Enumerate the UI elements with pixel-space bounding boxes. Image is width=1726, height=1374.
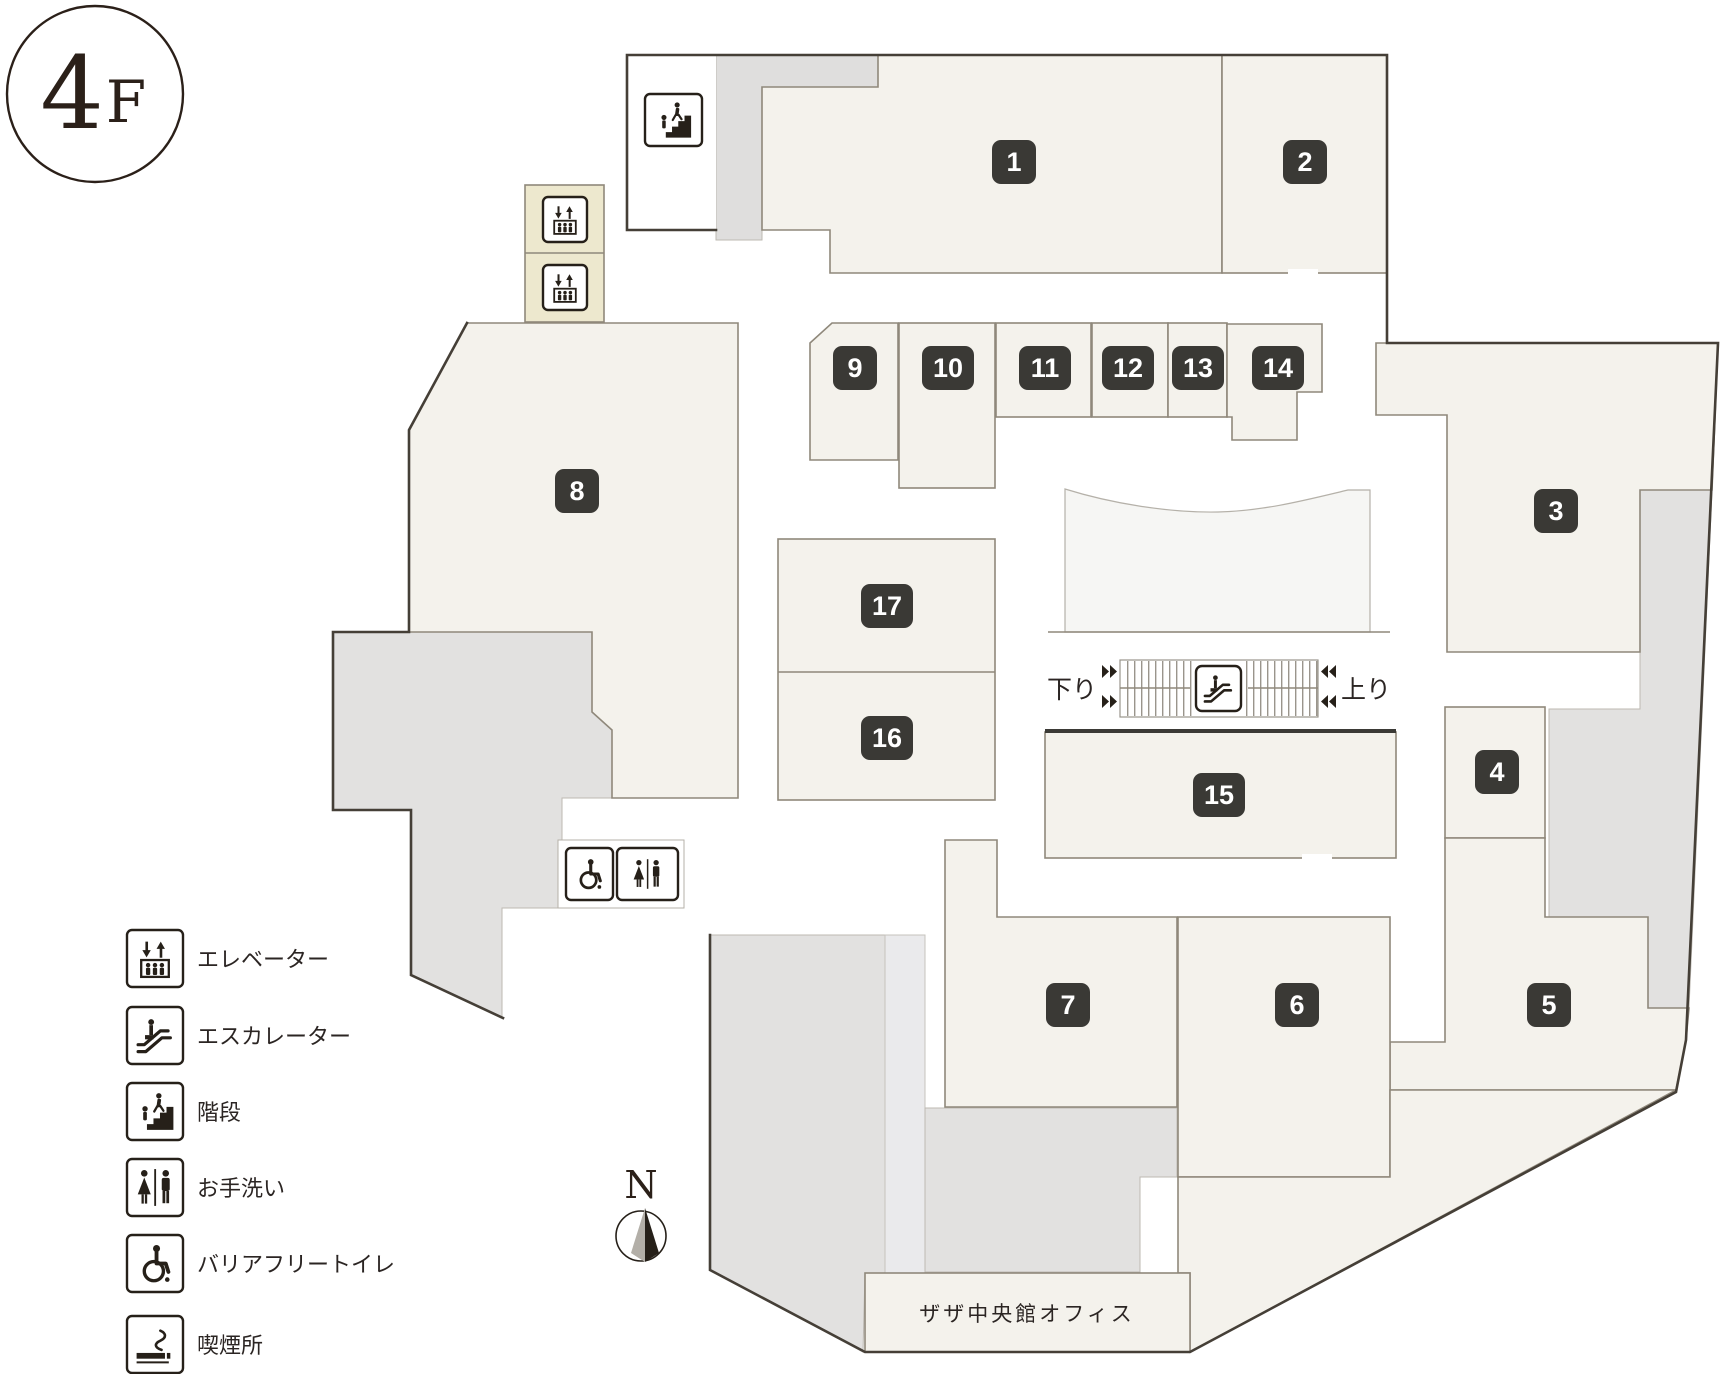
room-badge-13: 13 (1172, 346, 1224, 390)
room-badge-6: 6 (1275, 983, 1319, 1027)
stage-area (1064, 488, 1371, 633)
room-badge-6-label: 6 (1289, 990, 1304, 1020)
escalator-arrows-right (1321, 665, 1336, 708)
legend-item-elevator: エレベーター (125, 928, 329, 989)
room-badge-16-label: 16 (872, 723, 902, 753)
room-7-area (944, 839, 1178, 1108)
room-badge-13-label: 13 (1183, 353, 1213, 383)
escalator-up-label: 上り (1341, 676, 1391, 704)
room-badge-15-label: 15 (1204, 780, 1234, 810)
room-badge-17: 17 (861, 584, 913, 628)
floor-label-circle (5, 4, 185, 184)
north-compass: N (615, 1163, 667, 1262)
legend-label-stairs: 階段 (197, 1100, 241, 1125)
room-badges: 1 2 3 4 5 6 7 8 9 10 11 12 13 14 15 16 1… (555, 140, 1578, 1027)
room-badge-2: 2 (1283, 140, 1327, 184)
plan-icons (541, 92, 704, 909)
door-gap-room15 (1302, 854, 1332, 862)
corridor-gray-bottom-wedge (709, 934, 886, 1353)
room-badge-11: 11 (1019, 346, 1071, 390)
elevator-icon (541, 195, 589, 244)
elevator-icon (541, 263, 589, 312)
compass-needle-light (631, 1208, 645, 1262)
room-badge-1: 1 (992, 140, 1036, 184)
room-badge-15: 15 (1193, 773, 1245, 817)
legend-item-stairs: 階段 (125, 1081, 241, 1142)
floor-label: 4 F (5, 4, 185, 184)
room-badge-16: 16 (861, 716, 913, 760)
legend-label-smoking: 喫煙所 (197, 1333, 263, 1358)
escalator-arrows-left (1102, 665, 1117, 708)
corridor-areas (332, 54, 1713, 1353)
legend-label-wheelchair: バリアフリートイレ (197, 1252, 395, 1277)
room-badge-7: 7 (1046, 983, 1090, 1027)
building-outline-main (625, 53, 1720, 1354)
door-gap-room1 (1288, 269, 1318, 277)
escalator-center: 下り 上り (1047, 659, 1391, 718)
room-9-area (809, 322, 899, 461)
room-badge-3-label: 3 (1548, 496, 1563, 526)
corridor-gray-strip (884, 934, 926, 1274)
legend-item-smoking: 喫煙所 (125, 1314, 263, 1374)
room-badge-12: 12 (1102, 346, 1154, 390)
room-badge-2-label: 2 (1297, 147, 1312, 177)
room-badge-8-label: 8 (569, 476, 584, 506)
floor-number: 4 (40, 35, 104, 152)
elevator-icon (125, 928, 185, 989)
room-badge-14: 14 (1252, 346, 1304, 390)
legend-label-escalator: エスカレーター (197, 1024, 351, 1049)
floor-suffix: F (106, 68, 146, 136)
room-badge-9-label: 9 (847, 353, 862, 383)
corridor-gray-bottom-center (924, 1107, 1178, 1273)
room-badge-12-label: 12 (1113, 353, 1143, 383)
office-label: ザザ中央館オフィス (919, 1303, 1135, 1326)
room-badge-10-label: 10 (933, 353, 963, 383)
room-badge-8: 8 (555, 469, 599, 513)
room-badge-3: 3 (1534, 489, 1578, 533)
legend-item-wheelchair: バリアフリートイレ (125, 1233, 395, 1294)
legend-label-restroom: お手洗い (197, 1176, 285, 1201)
room-badge-7-label: 7 (1060, 990, 1075, 1020)
room-15-top-wall (1045, 729, 1396, 733)
room-badge-1-label: 1 (1006, 147, 1021, 177)
compass-needle-dark (645, 1208, 659, 1262)
room-badge-14-label: 14 (1263, 353, 1293, 383)
legend: エレベーター エスカレーター 階段 お手洗い バリアフリートイレ 喫煙所 (125, 928, 395, 1374)
north-label: N (624, 1163, 657, 1207)
room-16-17-area (777, 538, 996, 801)
legend-item-escalator: エスカレーター (125, 1005, 351, 1066)
building-outline-left (331, 321, 505, 1020)
room-badge-17-label: 17 (872, 591, 902, 621)
escalator-down-label: 下り (1047, 676, 1097, 704)
office-room-area (864, 1272, 1191, 1353)
room-badge-5: 5 (1527, 983, 1571, 1027)
room-6-area (1177, 916, 1391, 1178)
legend-label-elevator: エレベーター (197, 947, 329, 972)
legend-item-restroom: お手洗い (125, 1157, 285, 1218)
room-badge-4-label: 4 (1489, 757, 1504, 787)
room-badge-5-label: 5 (1541, 990, 1556, 1020)
room-badge-10: 10 (922, 346, 974, 390)
room-badge-4: 4 (1475, 750, 1519, 794)
room-badge-11-label: 11 (1031, 353, 1060, 383)
corridor-gray-left (332, 631, 613, 1018)
room-badge-9: 9 (833, 346, 877, 390)
